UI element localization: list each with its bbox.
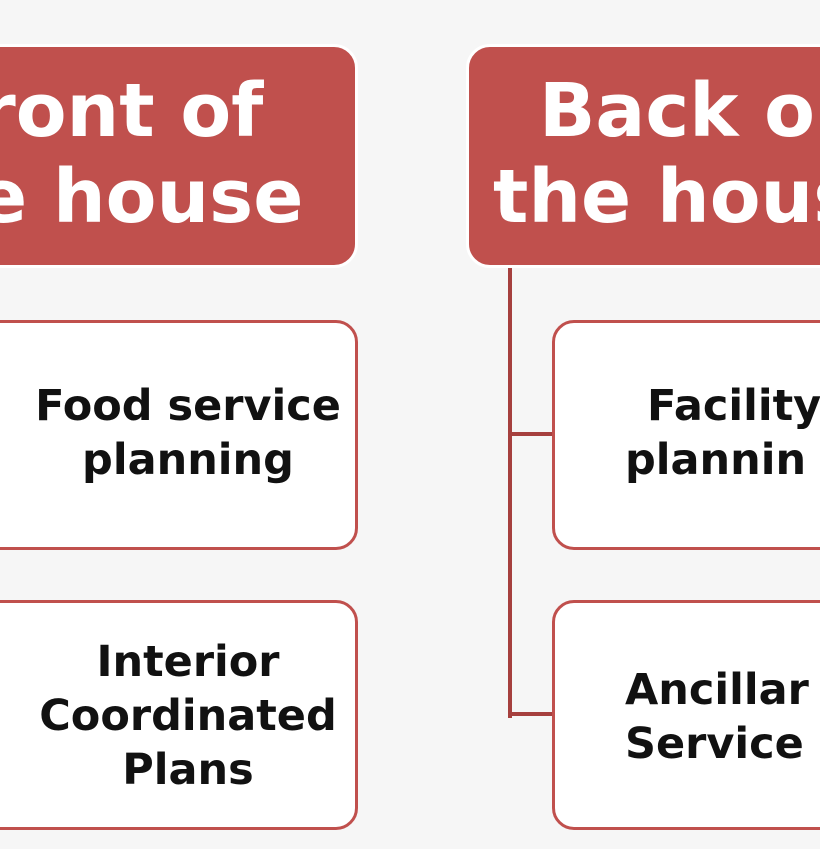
header-line-1: Back o bbox=[539, 68, 816, 154]
box-label: Ancillar Service bbox=[625, 663, 809, 771]
header-line-2: the hous bbox=[493, 154, 820, 240]
box-label: Interior Coordinated Plans bbox=[13, 635, 355, 797]
box-label-line: Facility bbox=[647, 381, 820, 431]
connector-to-ancillary bbox=[508, 712, 554, 716]
facility-planning-box: Facility plannin bbox=[552, 320, 820, 550]
front-of-house-header: front of e house bbox=[0, 44, 358, 268]
box-label-line: planning bbox=[82, 435, 294, 485]
box-label: Facility plannin bbox=[625, 379, 820, 487]
connector-vertical bbox=[508, 268, 512, 718]
ancillary-services-box: Ancillar Service bbox=[552, 600, 820, 830]
header-line-1: front of bbox=[0, 68, 264, 154]
box-label-line: Food service bbox=[35, 381, 341, 431]
box-label-line: Interior bbox=[96, 637, 280, 687]
interior-coordinated-plans-box: Interior Coordinated Plans bbox=[0, 600, 358, 830]
food-service-planning-box: Food service planning bbox=[0, 320, 358, 550]
box-label-line: plannin bbox=[625, 435, 807, 485]
back-of-house-header: Back o the hous bbox=[466, 44, 820, 268]
connector-to-facility bbox=[508, 432, 554, 436]
box-label-line: Plans bbox=[122, 745, 254, 795]
box-label-line: Service bbox=[625, 719, 804, 769]
header-line-2: e house bbox=[0, 154, 304, 240]
box-label: Food service planning bbox=[13, 379, 355, 487]
box-label-line: Coordinated bbox=[39, 691, 337, 741]
box-label-line: Ancillar bbox=[625, 665, 809, 715]
